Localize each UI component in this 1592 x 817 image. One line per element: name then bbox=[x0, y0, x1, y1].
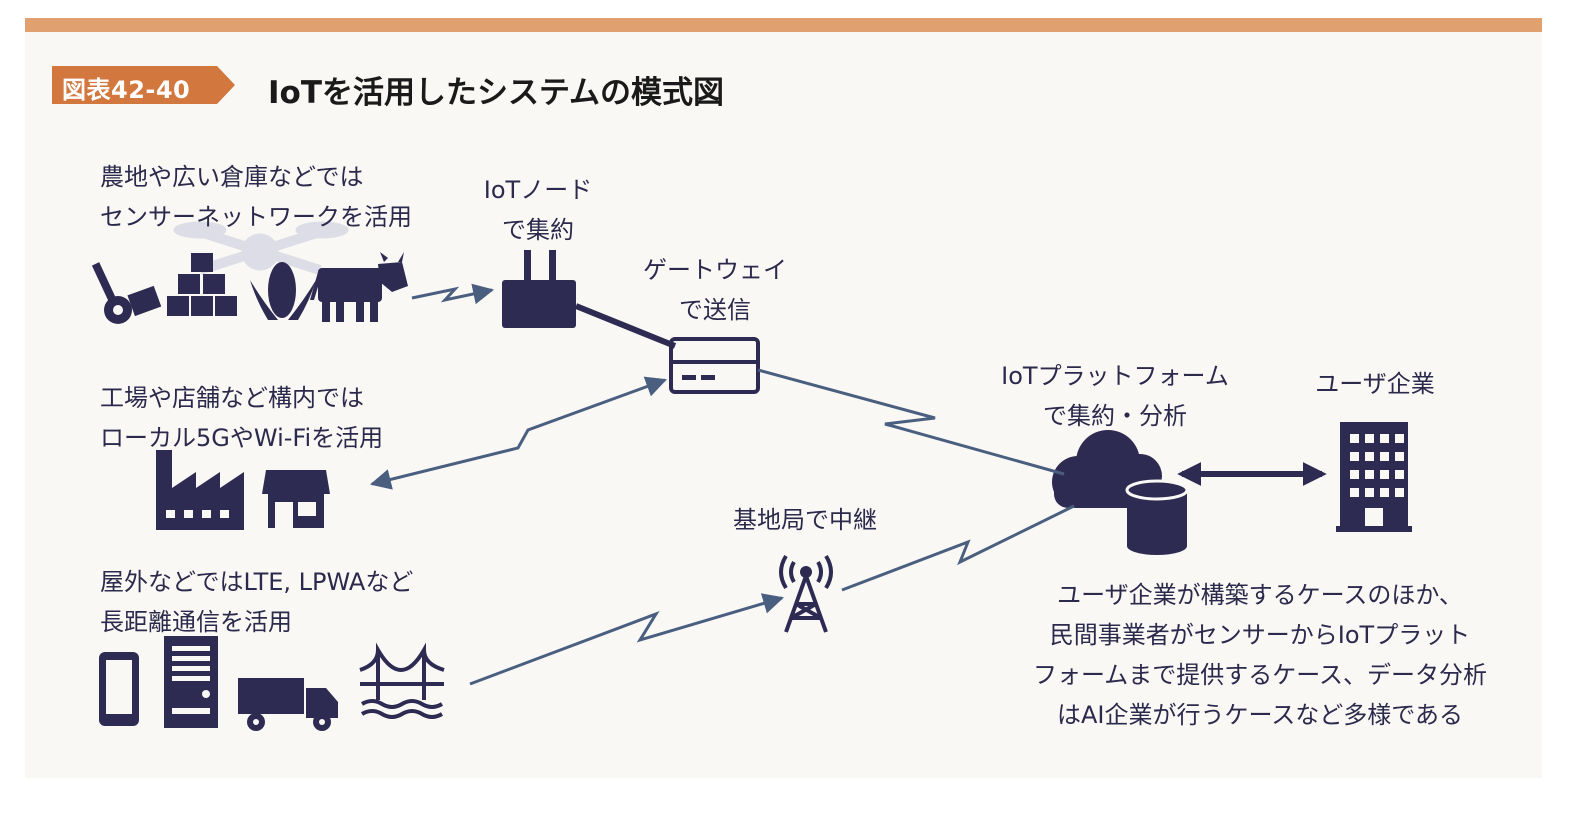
link-outdoor-to-station bbox=[469, 593, 785, 686]
note-text: ユーザ企業が構築するケースのほか、 民間事業者がセンサーからIoTプラット フォ… bbox=[1032, 581, 1488, 729]
farm-label: 農地や広い倉庫などでは センサーネットワークを活用 bbox=[100, 163, 412, 231]
building-icon bbox=[1336, 422, 1412, 532]
user-company-label: ユーザ企業 bbox=[1315, 370, 1435, 398]
truck-icon bbox=[238, 678, 338, 731]
router-icon bbox=[502, 250, 576, 328]
factory-label: 工場や店舗など構内では ローカル5GやWi-Fiを活用 bbox=[100, 384, 384, 452]
drone-icon bbox=[173, 221, 349, 275]
database-icon bbox=[1125, 479, 1189, 555]
accent-bar bbox=[25, 18, 1542, 32]
corn-icon bbox=[250, 262, 316, 320]
iot-node-label: IoTノード で集約 bbox=[483, 176, 593, 244]
link-node-to-gateway bbox=[574, 303, 677, 349]
link-gateway-to-cloud bbox=[757, 368, 1065, 476]
boxes-icon bbox=[167, 253, 237, 316]
badge-background bbox=[52, 66, 217, 104]
figure-title: IoTを活用したシステムの模式図 bbox=[268, 75, 725, 111]
tractor-icon bbox=[91, 262, 162, 324]
platform-label: IoTプラットフォーム で集約・分析 bbox=[1001, 362, 1229, 430]
gateway-label: ゲートウェイ で送信 bbox=[643, 256, 787, 324]
shop-icon bbox=[262, 470, 330, 528]
factory-icon bbox=[156, 450, 244, 530]
smartphone-icon bbox=[99, 652, 139, 726]
gateway-icon bbox=[669, 337, 760, 394]
figure-panel bbox=[25, 18, 1542, 778]
bridge-icon bbox=[359, 642, 445, 719]
server-icon bbox=[164, 636, 218, 728]
outdoor-label: 屋外などではLTE, LPWAなど 長距離通信を活用 bbox=[100, 568, 414, 636]
link-station-to-cloud bbox=[841, 504, 1075, 592]
base-station-label: 基地局で中継 bbox=[733, 506, 877, 534]
cow-icon bbox=[310, 252, 408, 322]
antenna-tower-icon bbox=[779, 554, 833, 633]
badge-label: 図表42-40 bbox=[62, 76, 191, 104]
badge-arrow bbox=[217, 66, 235, 104]
link-farm-to-node bbox=[411, 283, 495, 305]
link-gateway-factory bbox=[369, 376, 667, 490]
